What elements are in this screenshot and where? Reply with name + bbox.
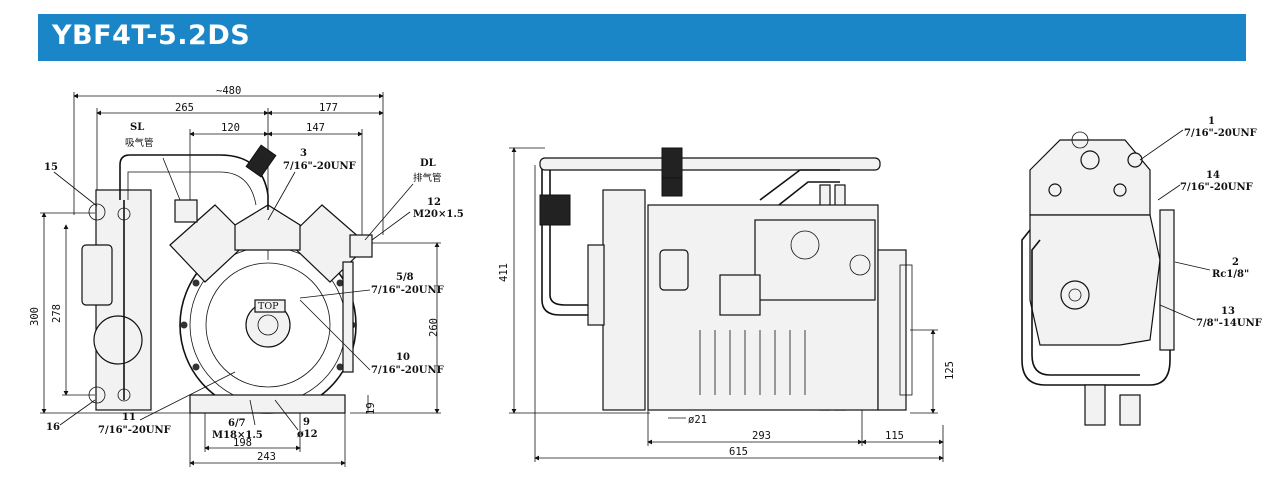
callout-2-spec: Rc1/8"	[1212, 269, 1249, 280]
callout-13-num: 13	[1221, 306, 1235, 317]
middle-view: 411 615 293 115 125 ø21	[498, 147, 956, 462]
callout-2-num: 2	[1232, 257, 1239, 268]
dim-120: 120	[221, 122, 240, 134]
dim-phi-21: ø21	[688, 414, 707, 426]
right-view: 1 7/16"-20UNF 14 7/16"-20UNF 2 Rc1/8" 13…	[1021, 116, 1262, 426]
callout-10-num: 10	[396, 352, 410, 363]
dim-147: 147	[306, 122, 325, 134]
top-mark: TOP	[258, 301, 279, 312]
separator-cylinder	[81, 244, 113, 306]
dim-243: 243	[257, 451, 276, 463]
callout-dl-desc: 排气管	[413, 172, 442, 184]
title-banner: YBF4T-5.2DS	[38, 14, 1246, 61]
callout-9-spec: ø12	[297, 429, 318, 440]
callout-5-8-spec: 7/16"-20UNF	[371, 285, 444, 296]
callout-1-num: 1	[1208, 116, 1215, 127]
callout-11-spec: 7/16"-20UNF	[98, 425, 171, 436]
callout-16: 16	[46, 422, 60, 433]
callout-6-7-spec: M18×1.5	[212, 430, 263, 441]
compressor-body-end	[1029, 214, 1161, 346]
dim-198: 198	[233, 437, 252, 449]
dim-177: 177	[319, 102, 338, 114]
dim-height-278: 278	[51, 304, 63, 323]
callout-11-num: 11	[122, 412, 136, 423]
callout-6-7-num: 6/7	[228, 418, 246, 429]
clutch-plate	[877, 249, 907, 411]
dim-height-411: 411	[498, 263, 510, 282]
dim-293: 293	[752, 430, 771, 442]
dim-615: 615	[729, 446, 748, 458]
callout-9-num: 9	[303, 417, 310, 428]
callout-1-spec: 7/16"-20UNF	[1184, 128, 1257, 139]
callout-5-8-num: 5/8	[396, 272, 414, 283]
dim-height-260: 260	[428, 318, 440, 337]
callout-14-num: 14	[1206, 170, 1220, 181]
flywheel-plate	[602, 189, 646, 411]
dim-19: 19	[365, 402, 377, 415]
callout-10-spec: 7/16"-20UNF	[371, 365, 444, 376]
callout-sl-desc: 吸气管	[125, 137, 154, 149]
dim-265: 265	[175, 102, 194, 114]
callout-3-spec: 7/16"-20UNF	[283, 161, 356, 172]
top-suction-pipe	[539, 157, 881, 171]
callout-13-spec: 7/8"-14UNF	[1196, 318, 1262, 329]
dim-115: 115	[885, 430, 904, 442]
dim-height-300: 300	[29, 307, 41, 326]
callout-3-num: 3	[300, 148, 307, 159]
callout-15: 15	[44, 162, 58, 173]
callout-sl: SL	[130, 122, 144, 133]
left-view: ~480 265 177 120 147 300 278 260 19	[29, 85, 464, 467]
page-title: YBF4T-5.2DS	[52, 20, 251, 51]
dim-125: 125	[944, 361, 956, 380]
callout-12-spec: M20×1.5	[413, 209, 464, 220]
dim-overall-width: ~480	[216, 85, 241, 97]
callout-14-spec: 7/16"-20UNF	[1180, 182, 1253, 193]
callout-12-num: 12	[427, 197, 441, 208]
callout-dl: DL	[420, 158, 436, 169]
